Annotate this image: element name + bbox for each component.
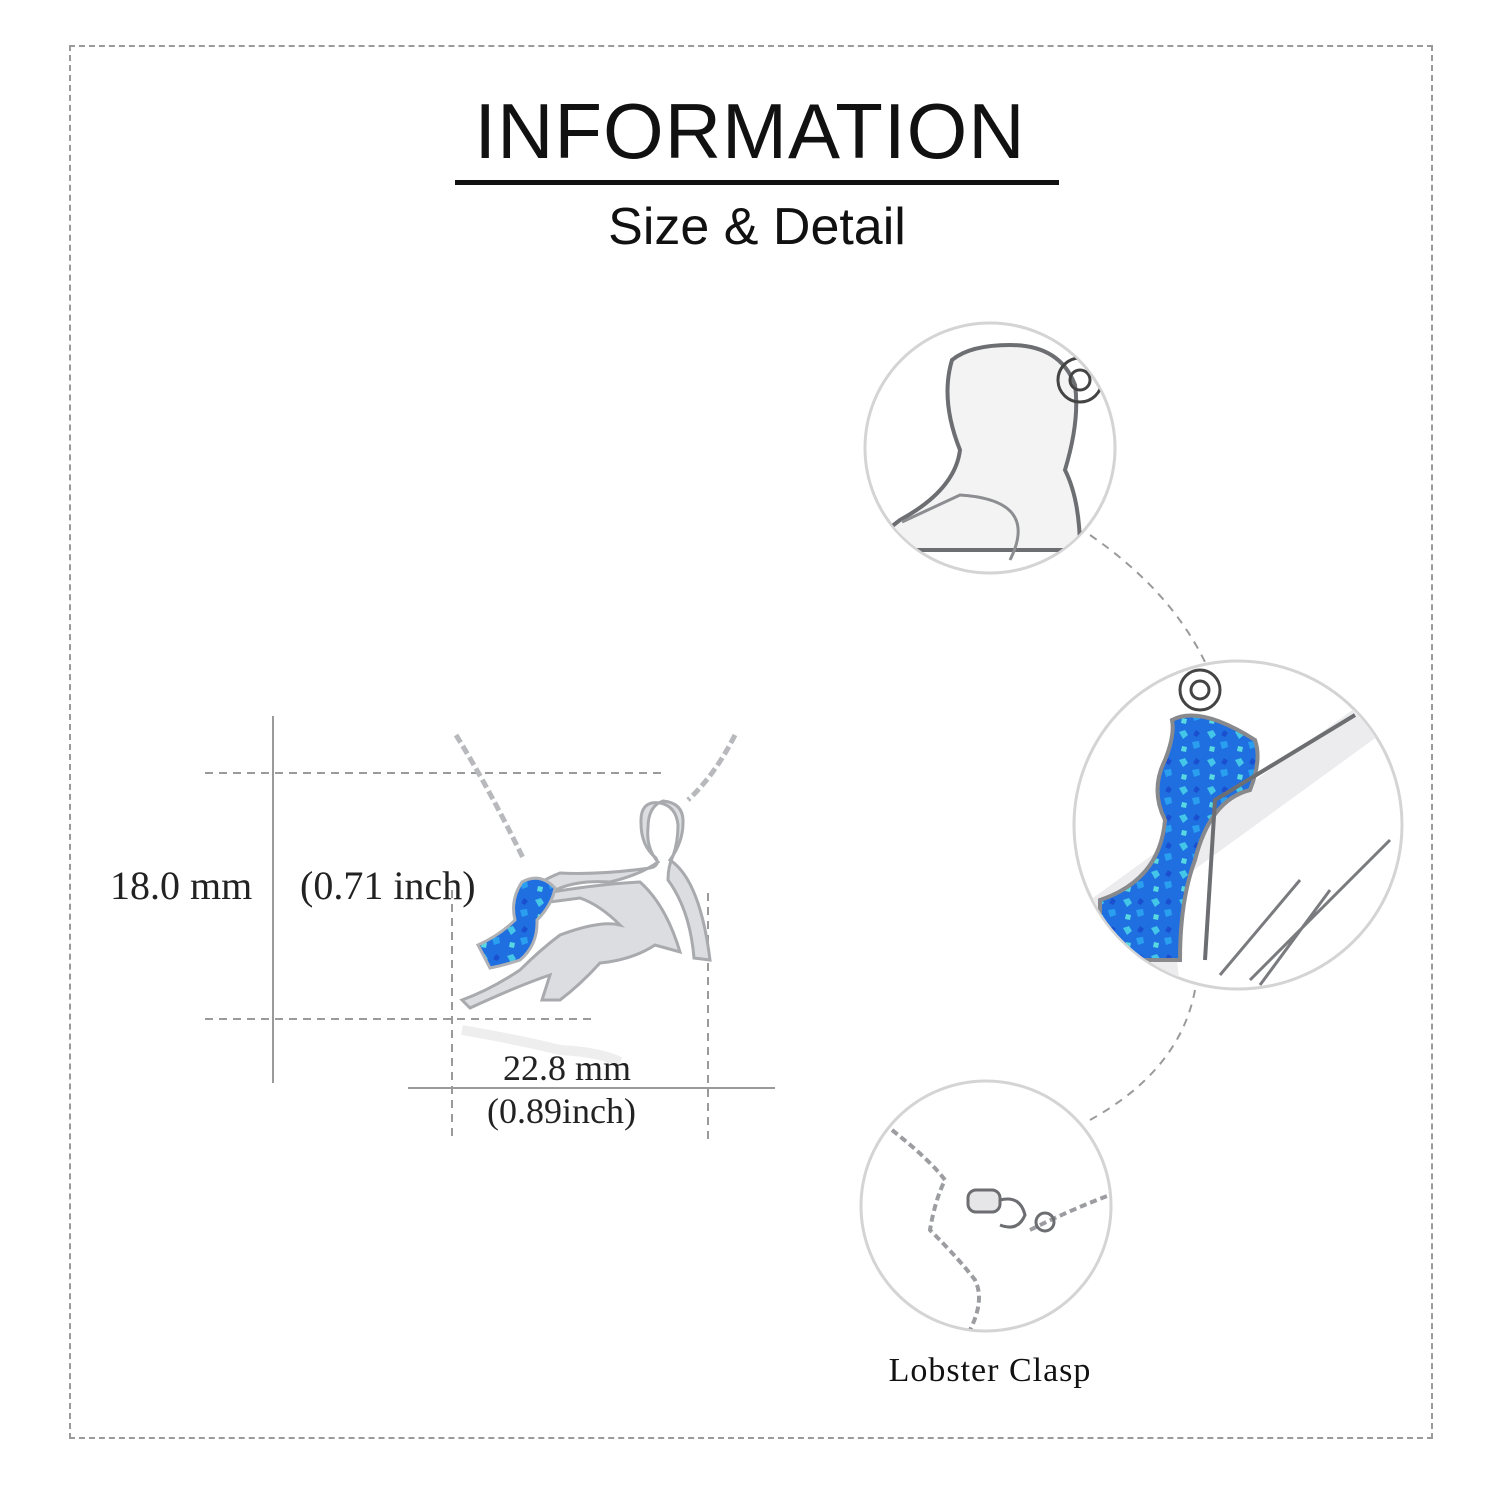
pendant-reflection (461, 1025, 623, 1067)
height-inch-label: (0.71 inch) (300, 863, 476, 908)
adult-figure (459, 799, 712, 1010)
page-title: INFORMATION (474, 87, 1026, 175)
connector-bottom (1089, 989, 1196, 1121)
dashed-frame (69, 45, 1433, 1439)
detail-circle-head (863, 321, 1117, 575)
clasp-caption: Lobster Clasp (888, 1352, 1092, 1389)
necklace-pendant (453, 733, 738, 1067)
detail-circle-opal (1072, 659, 1404, 991)
connector-top (1089, 534, 1206, 663)
width-inch-label: (0.89inch) (487, 1091, 636, 1131)
chain-left (453, 733, 527, 862)
chain-right (686, 733, 738, 802)
detail-circle-clasp (859, 1079, 1113, 1333)
detail-connectors (1089, 534, 1206, 1121)
dimension-guides (205, 716, 775, 1140)
child-opal (475, 876, 557, 970)
title-underline (455, 180, 1059, 185)
page-subtitle: Size & Detail (608, 198, 906, 256)
width-mm-label: 22.8 mm (503, 1048, 632, 1088)
height-mm-label: 18.0 mm (110, 863, 253, 908)
